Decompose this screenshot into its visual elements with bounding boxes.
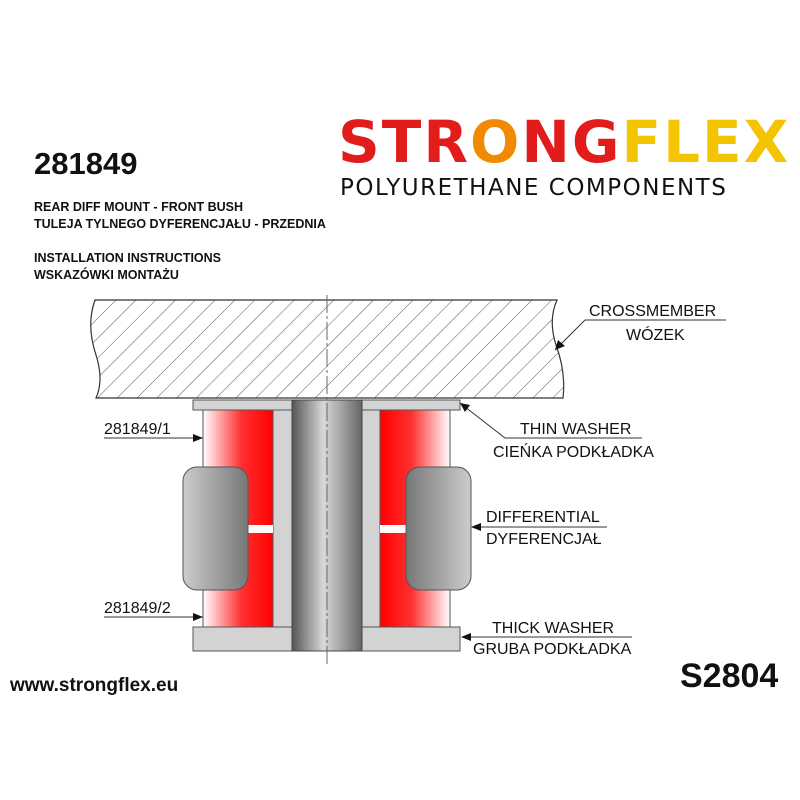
label-thin-washer-en: THIN WASHER bbox=[520, 421, 632, 438]
label-differential-en: DIFFERENTIAL bbox=[486, 509, 600, 526]
strongflex-logo: STRONGFLEX bbox=[338, 108, 791, 176]
label-bush-lower: 281849/2 bbox=[104, 600, 171, 617]
label-crossmember-en: CROSSMEMBER bbox=[589, 303, 717, 320]
sleeve-right bbox=[361, 409, 381, 628]
instructions-pl: WSKAZÓWKI MONTAŻU bbox=[34, 268, 179, 282]
label-thick-washer-en: THICK WASHER bbox=[492, 620, 615, 637]
label-crossmember-pl: WÓZEK bbox=[626, 327, 685, 344]
label-bush-upper: 281849/1 bbox=[104, 421, 171, 438]
part-number: 281849 bbox=[34, 146, 138, 181]
website-link[interactable]: www.strongflex.eu bbox=[10, 675, 179, 696]
logo-tagline: POLYURETHANE COMPONENTS bbox=[340, 175, 728, 201]
kit-code: S2804 bbox=[680, 657, 779, 695]
differential-right bbox=[405, 466, 472, 591]
gap-left bbox=[248, 525, 273, 533]
label-thick-washer-pl: GRUBA PODKŁADKA bbox=[473, 641, 632, 658]
differential-left bbox=[182, 466, 249, 591]
title-pl: TULEJA TYLNEGO DYFERENCJAŁU - PRZEDNIA bbox=[34, 217, 326, 231]
gap-right bbox=[380, 525, 406, 533]
title-en: REAR DIFF MOUNT - FRONT BUSH bbox=[34, 200, 244, 214]
label-thin-washer-pl: CIEŃKA PODKŁADKA bbox=[493, 444, 654, 461]
thin-washer-right bbox=[356, 399, 461, 411]
sleeve-left bbox=[272, 409, 293, 628]
thin-washer-left bbox=[192, 399, 297, 411]
label-differential-pl: DYFERENCJAŁ bbox=[486, 531, 602, 548]
instructions-en: INSTALLATION INSTRUCTIONS bbox=[34, 251, 222, 265]
